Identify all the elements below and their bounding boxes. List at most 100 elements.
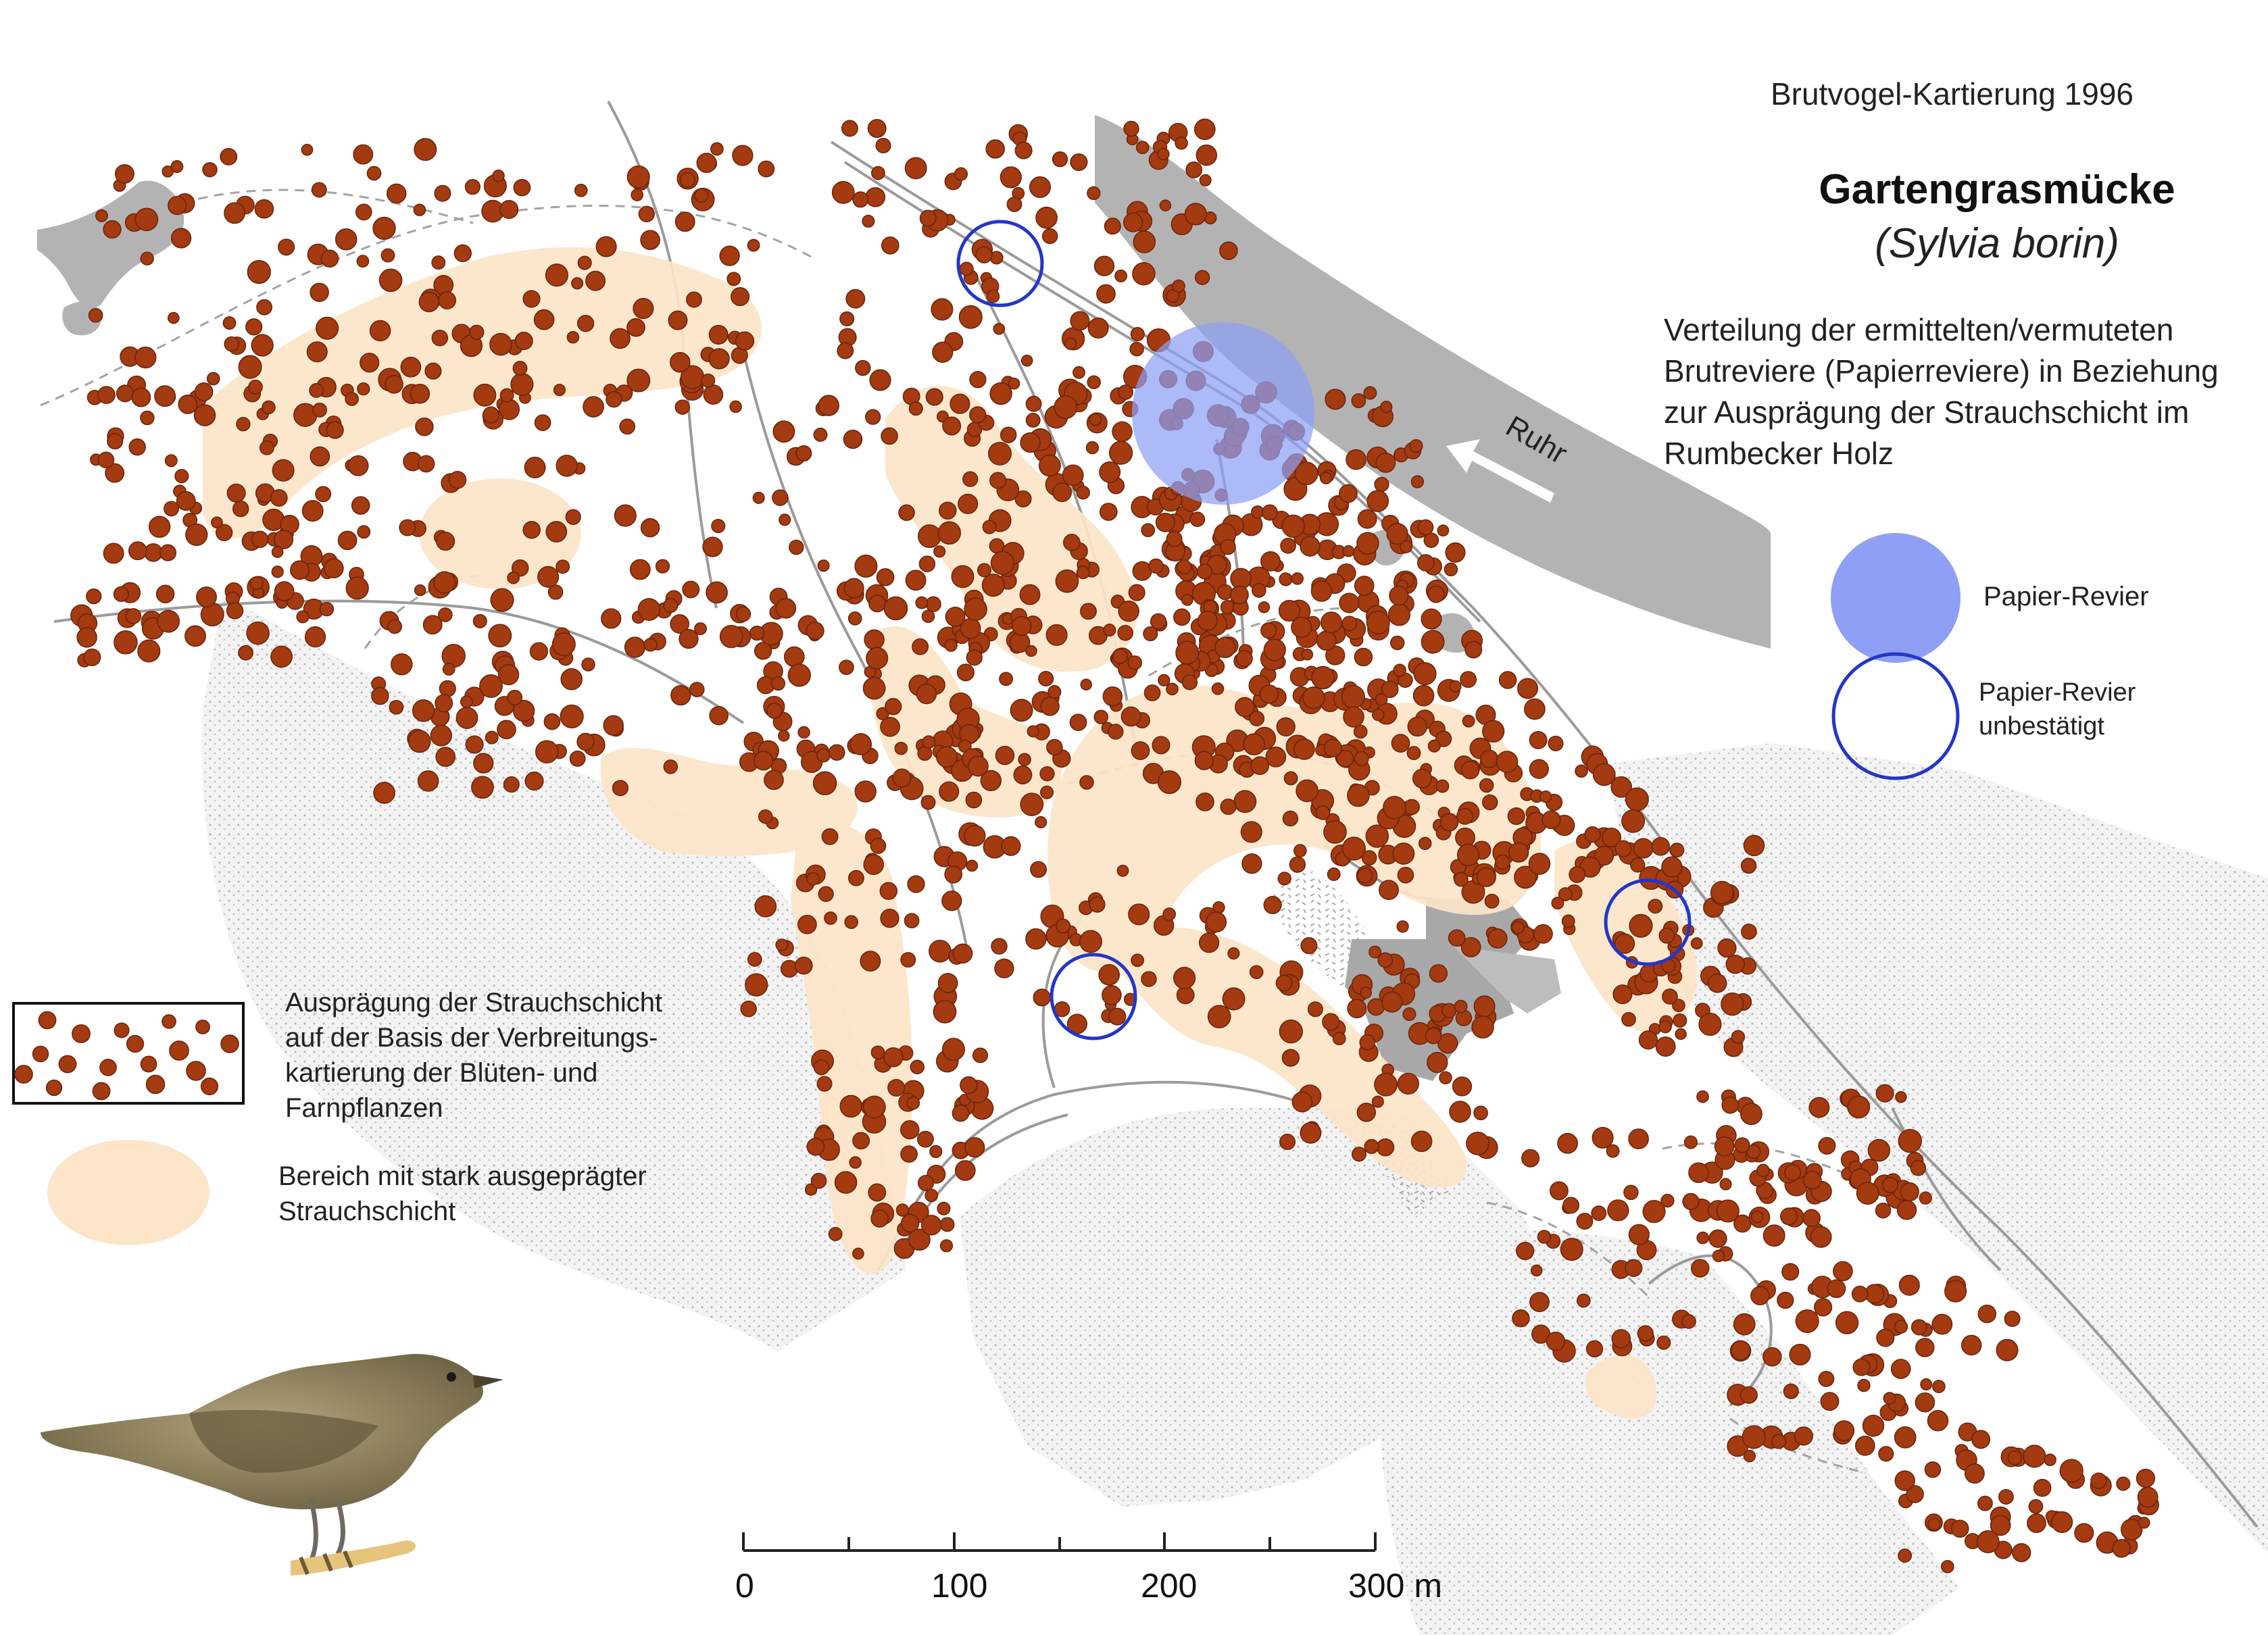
shrub-dot (813, 1059, 830, 1076)
shrub-dot (1159, 199, 1172, 211)
shrub-dot (1293, 738, 1315, 760)
shrub-dot (995, 745, 1015, 765)
shrub-dot (868, 1183, 887, 1202)
shrub-dot (399, 519, 416, 536)
shrub-dot (1606, 1144, 1620, 1158)
shrub-dot (1439, 813, 1459, 832)
shrub-dot (1199, 174, 1212, 186)
shrub-dot (512, 361, 528, 376)
shrub-dot (1099, 503, 1118, 521)
dense-shrub-zones (203, 247, 1698, 1419)
shrub-dot (1000, 166, 1022, 188)
shrub-dot (1529, 759, 1549, 779)
shrub-dot (843, 578, 864, 599)
shrub-dot (1507, 807, 1525, 826)
legend-dot (186, 1061, 206, 1081)
legend-line: Ausprägung der Strauchschicht (285, 988, 663, 1017)
shrub-dot (1466, 1131, 1490, 1155)
shrub-dot (304, 626, 326, 648)
shrub-dot (1875, 1202, 1892, 1219)
shrub-dot (1454, 872, 1469, 887)
shrub-dot (2012, 1542, 2031, 1563)
shrub-dot (385, 374, 403, 394)
shrub-dot (941, 1038, 965, 1061)
shrub-dot (184, 625, 206, 647)
shrub-dot (1783, 1383, 1799, 1399)
shrub-dot (1464, 640, 1483, 659)
shrub-dot (193, 404, 216, 426)
shrub-dot (431, 329, 449, 347)
shrub-dot (985, 139, 1005, 159)
shrub-dot (1103, 624, 1116, 637)
shrub-dot (1480, 749, 1499, 768)
shrub-dot (1249, 711, 1265, 726)
shrub-dot (522, 290, 541, 308)
shrub-dot (386, 183, 407, 204)
legend-dot (169, 1040, 189, 1061)
shrub-dot (944, 865, 963, 884)
shrub-dot (1128, 584, 1145, 601)
shrub-dot (1977, 1304, 1997, 1324)
shrub-dot (772, 420, 795, 443)
shrub-dot (921, 609, 935, 624)
shrub-dot (1673, 1013, 1687, 1028)
shrub-dot (1915, 1392, 1936, 1413)
shrub-dot (631, 188, 644, 201)
shrub-dot (1393, 663, 1406, 677)
shrub-dot (1020, 354, 1033, 367)
shrub-dot (624, 636, 646, 658)
shrub-dot (1135, 141, 1150, 155)
shrub-dot (95, 209, 108, 222)
shrub-dot (312, 402, 328, 418)
shrub-dot (1611, 1329, 1631, 1349)
shrub-dot (469, 324, 485, 340)
shrub-dot (1261, 504, 1278, 521)
shrub-dot (854, 780, 877, 803)
shrub-dot (870, 838, 887, 854)
shrub-dot (116, 384, 134, 403)
shrub-dot (865, 409, 881, 425)
shrub-dot (1315, 805, 1331, 820)
shrub-dot (868, 595, 887, 613)
shrub-dot (1456, 807, 1473, 825)
legend-dots-label: Ausprägung der Strauchschicht auf der Ba… (285, 985, 662, 1126)
shrub-dot (1195, 270, 1210, 285)
shrub-dot (1561, 914, 1575, 928)
shrub-dot (1089, 413, 1102, 426)
shrub-dot (1054, 395, 1078, 420)
shrub-dot (1020, 793, 1044, 816)
shrub-dot (1173, 967, 1196, 990)
shrub-dot (933, 1000, 957, 1024)
shrub-dot (614, 504, 637, 527)
legend-dot (140, 1055, 157, 1073)
shrub-dot (1931, 1313, 1953, 1335)
shrub-dot (1462, 714, 1475, 728)
shrub-dot (366, 166, 382, 181)
shrub-dot (1371, 1095, 1384, 1108)
shrub-dot (1265, 747, 1287, 768)
shrub-dot (1080, 678, 1092, 690)
shrub-dot (271, 565, 284, 578)
shrub-dot (1339, 593, 1360, 613)
shrub-dot (148, 515, 171, 538)
shrub-dot (1300, 937, 1318, 955)
shrub-dot (1222, 987, 1246, 1011)
shrub-dot (1087, 375, 1101, 390)
shrub-dot (537, 565, 560, 588)
shrub-dot (512, 699, 535, 722)
shrub-dot (1511, 921, 1525, 934)
shrub-dot (1690, 1259, 1710, 1278)
shrub-dot (356, 255, 370, 268)
shrub-dot (577, 255, 592, 270)
shrub-dot (1093, 709, 1108, 724)
shrub-dot (708, 348, 730, 370)
shrub-dot (740, 1001, 757, 1017)
shrub-dot (1808, 1097, 1830, 1118)
shrub-dot (1530, 1264, 1543, 1277)
shrub-dot (1357, 509, 1377, 529)
shrub-dot (917, 1174, 935, 1192)
shrub-dot (1354, 751, 1369, 766)
shrub-dot (424, 362, 442, 380)
shrub-dot (1915, 1338, 1935, 1357)
shrub-dot (1794, 1426, 1813, 1446)
